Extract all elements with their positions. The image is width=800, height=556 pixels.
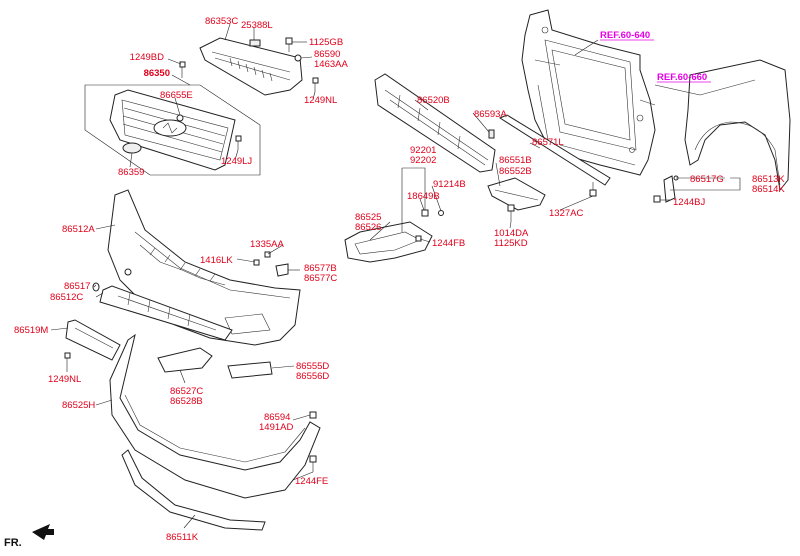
label-91214B: 91214B	[433, 179, 466, 190]
label-86590: 86590	[314, 49, 340, 60]
label-86525: 86525	[355, 212, 381, 223]
bolt-1416LK-icon	[253, 259, 260, 266]
label-86571L: 86571L	[532, 137, 564, 148]
label-86520B: 86520B	[417, 95, 450, 106]
clip-91214B-icon	[438, 210, 444, 216]
fender-bracket	[663, 175, 679, 203]
clip-86655E-icon	[176, 114, 184, 122]
bolt-1335AA-icon	[264, 251, 271, 258]
label-86517G: 86517G	[690, 174, 724, 185]
bumper-molding-strip	[227, 361, 273, 379]
screw-1249LJ-icon	[235, 135, 242, 150]
label-86577C: 86577C	[304, 273, 337, 284]
front-arrow-icon	[32, 524, 54, 540]
label-1335AA: 1335AA	[250, 239, 284, 250]
label-1249BD: 1249BD	[130, 52, 164, 63]
reference-labels: REF.60-640 REF.60-660	[600, 30, 711, 83]
screw-1244FE-icon	[309, 455, 317, 472]
label-86526: 86526	[355, 222, 381, 233]
label-86511K: 86511K	[166, 532, 199, 543]
bolt-1249BD-icon	[179, 61, 186, 78]
label-1125GB: 1125GB	[309, 37, 343, 48]
label-1244FE: 1244FE	[295, 476, 328, 487]
label-1327AC: 1327AC	[549, 208, 583, 219]
leader-lines	[50, 23, 741, 529]
label-86517: 86517	[64, 281, 90, 292]
label-1463AA: 1463AA	[314, 59, 348, 70]
front-direction-indicator: FR.	[4, 524, 54, 549]
label-86594: 86594	[264, 412, 290, 423]
fog-garnish	[157, 347, 213, 373]
radiator-grille	[109, 89, 236, 171]
lower-grille	[99, 285, 233, 341]
label-1244FB: 1244FB	[432, 238, 465, 249]
clip-86517-icon	[92, 282, 100, 292]
label-86512C: 86512C	[50, 292, 83, 303]
label-92202: 92202	[410, 155, 436, 166]
label-86350: 86350	[144, 68, 170, 79]
label-92201: 92201	[410, 145, 436, 156]
clip-86594-icon	[309, 411, 317, 419]
clip-86593A-icon	[488, 129, 495, 139]
screw-1249NL-bottom-icon	[64, 352, 71, 368]
emblem-86359-icon	[122, 142, 142, 154]
label-1249NL-top: 1249NL	[304, 95, 337, 106]
label-1416LK: 1416LK	[200, 255, 233, 266]
label-1249LJ: 1249LJ	[221, 156, 252, 167]
label-86359: 86359	[118, 167, 144, 178]
front-label: FR.	[4, 537, 22, 549]
clip-86590-icon	[294, 54, 302, 62]
bracket-86577B-icon	[275, 263, 289, 277]
ref-60-640[interactable]: REF.60-640	[600, 30, 650, 41]
bolt-1244BJ-icon	[653, 195, 661, 203]
radiator-support-frame	[521, 9, 656, 176]
label-86525H: 86525H	[62, 400, 95, 411]
label-86655E: 86655E	[160, 90, 193, 101]
label-86514K: 86514K	[752, 184, 785, 195]
label-86551B: 86551B	[499, 155, 532, 166]
label-86512A: 86512A	[62, 224, 95, 235]
label-1491AD: 1491AD	[259, 422, 293, 433]
label-1244BJ: 1244BJ	[673, 197, 705, 208]
lower-skirt	[109, 333, 321, 499]
ref-60-660[interactable]: REF.60-660	[657, 72, 707, 83]
label-86577B: 86577B	[304, 263, 337, 274]
grille-upper-cover	[199, 37, 303, 96]
clip-25388L	[249, 39, 261, 47]
label-86353C: 86353C	[205, 16, 238, 27]
bolt-1125GB-icon	[285, 37, 293, 52]
label-1125KD: 1125KD	[494, 238, 528, 249]
label-86556D: 86556D	[296, 371, 329, 382]
bolt-1249NL-top-icon	[312, 77, 319, 92]
label-86519M: 86519M	[14, 325, 48, 336]
clip-18649B-icon	[421, 209, 429, 217]
label-86527C: 86527C	[170, 386, 203, 397]
bolt-1014DA-icon	[507, 204, 515, 222]
license-plate-bracket	[65, 319, 121, 361]
screw-1244FB-icon	[415, 235, 422, 242]
bumper-stay-rail	[498, 114, 611, 186]
label-86528B: 86528B	[170, 396, 203, 407]
label-86593A: 86593A	[474, 109, 507, 120]
label-25388L: 25388L	[241, 20, 273, 31]
label-18649B: 18649B	[407, 191, 440, 202]
bolt-1327AC-icon	[589, 182, 597, 197]
side-bracket	[487, 177, 546, 211]
label-86552B: 86552B	[499, 166, 532, 177]
label-1249NL-bottom: 1249NL	[48, 374, 81, 385]
lower-lip-spoiler	[121, 449, 266, 531]
label-86513K: 86513K	[752, 174, 785, 185]
fog-lamp-cover	[344, 221, 433, 263]
label-86555D: 86555D	[296, 361, 329, 372]
grille-assembly-outline	[84, 84, 261, 176]
label-1014DA: 1014DA	[494, 228, 529, 239]
fender-panel	[684, 59, 791, 192]
energy-absorber-beam	[374, 73, 496, 173]
part-labels: 86353C 25388L 1249BD 1125GB 86590 1463AA…	[14, 16, 785, 543]
